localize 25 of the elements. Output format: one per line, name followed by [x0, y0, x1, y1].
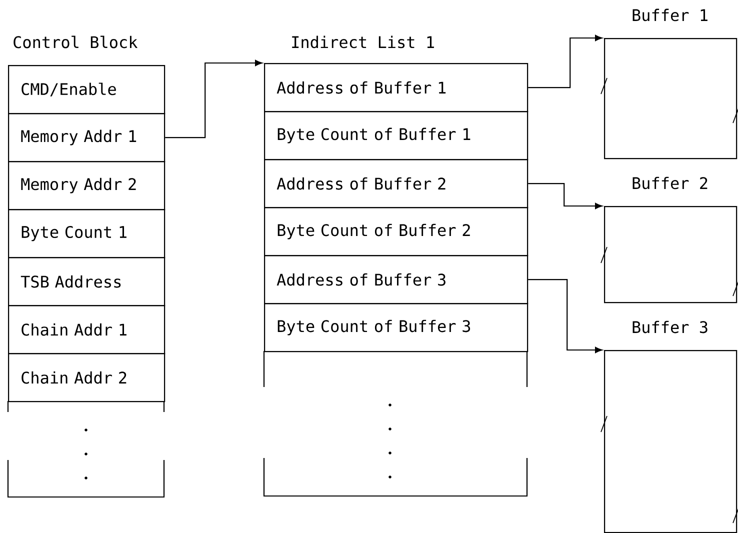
- table-row: Byte Count of Buffer 3: [264, 303, 528, 352]
- table-row: Memory Addr 1: [8, 113, 166, 162]
- table-row: Byte Count of Buffer 1: [264, 111, 528, 160]
- node-label: Indirect List 1: [292, 36, 434, 48]
- table-row: Chain Addr 1: [8, 305, 166, 354]
- table-row: Chain Addr 2: [8, 353, 166, 402]
- table-row: TSB Address: [8, 257, 166, 306]
- buffer-box: Buffer 2: [600, 176, 738, 304]
- node-label: Buffer 1: [632, 8, 708, 22]
- node-label: Buffer 2: [632, 176, 708, 190]
- arrow: [165, 60, 262, 138]
- node-label: Buffer 3: [632, 320, 708, 334]
- table-row: Address of Buffer 2: [264, 159, 528, 208]
- table-row: Byte Count of Buffer 2: [264, 207, 528, 256]
- table-row: Byte Count 1: [8, 209, 166, 258]
- arrow: [528, 279, 602, 354]
- node-label: Control Block: [14, 36, 138, 48]
- buffer-box: Buffer 3: [600, 320, 738, 533]
- table-row: Address of Buffer 1: [264, 63, 528, 112]
- arrow: [528, 34, 602, 88]
- arrow: [528, 183, 602, 210]
- table-row: Memory Addr 2: [8, 161, 166, 210]
- table-row: Address of Buffer 3: [264, 255, 528, 304]
- table-row: CMD/Enable: [8, 65, 166, 114]
- buffer-box: Buffer 1: [600, 8, 738, 160]
